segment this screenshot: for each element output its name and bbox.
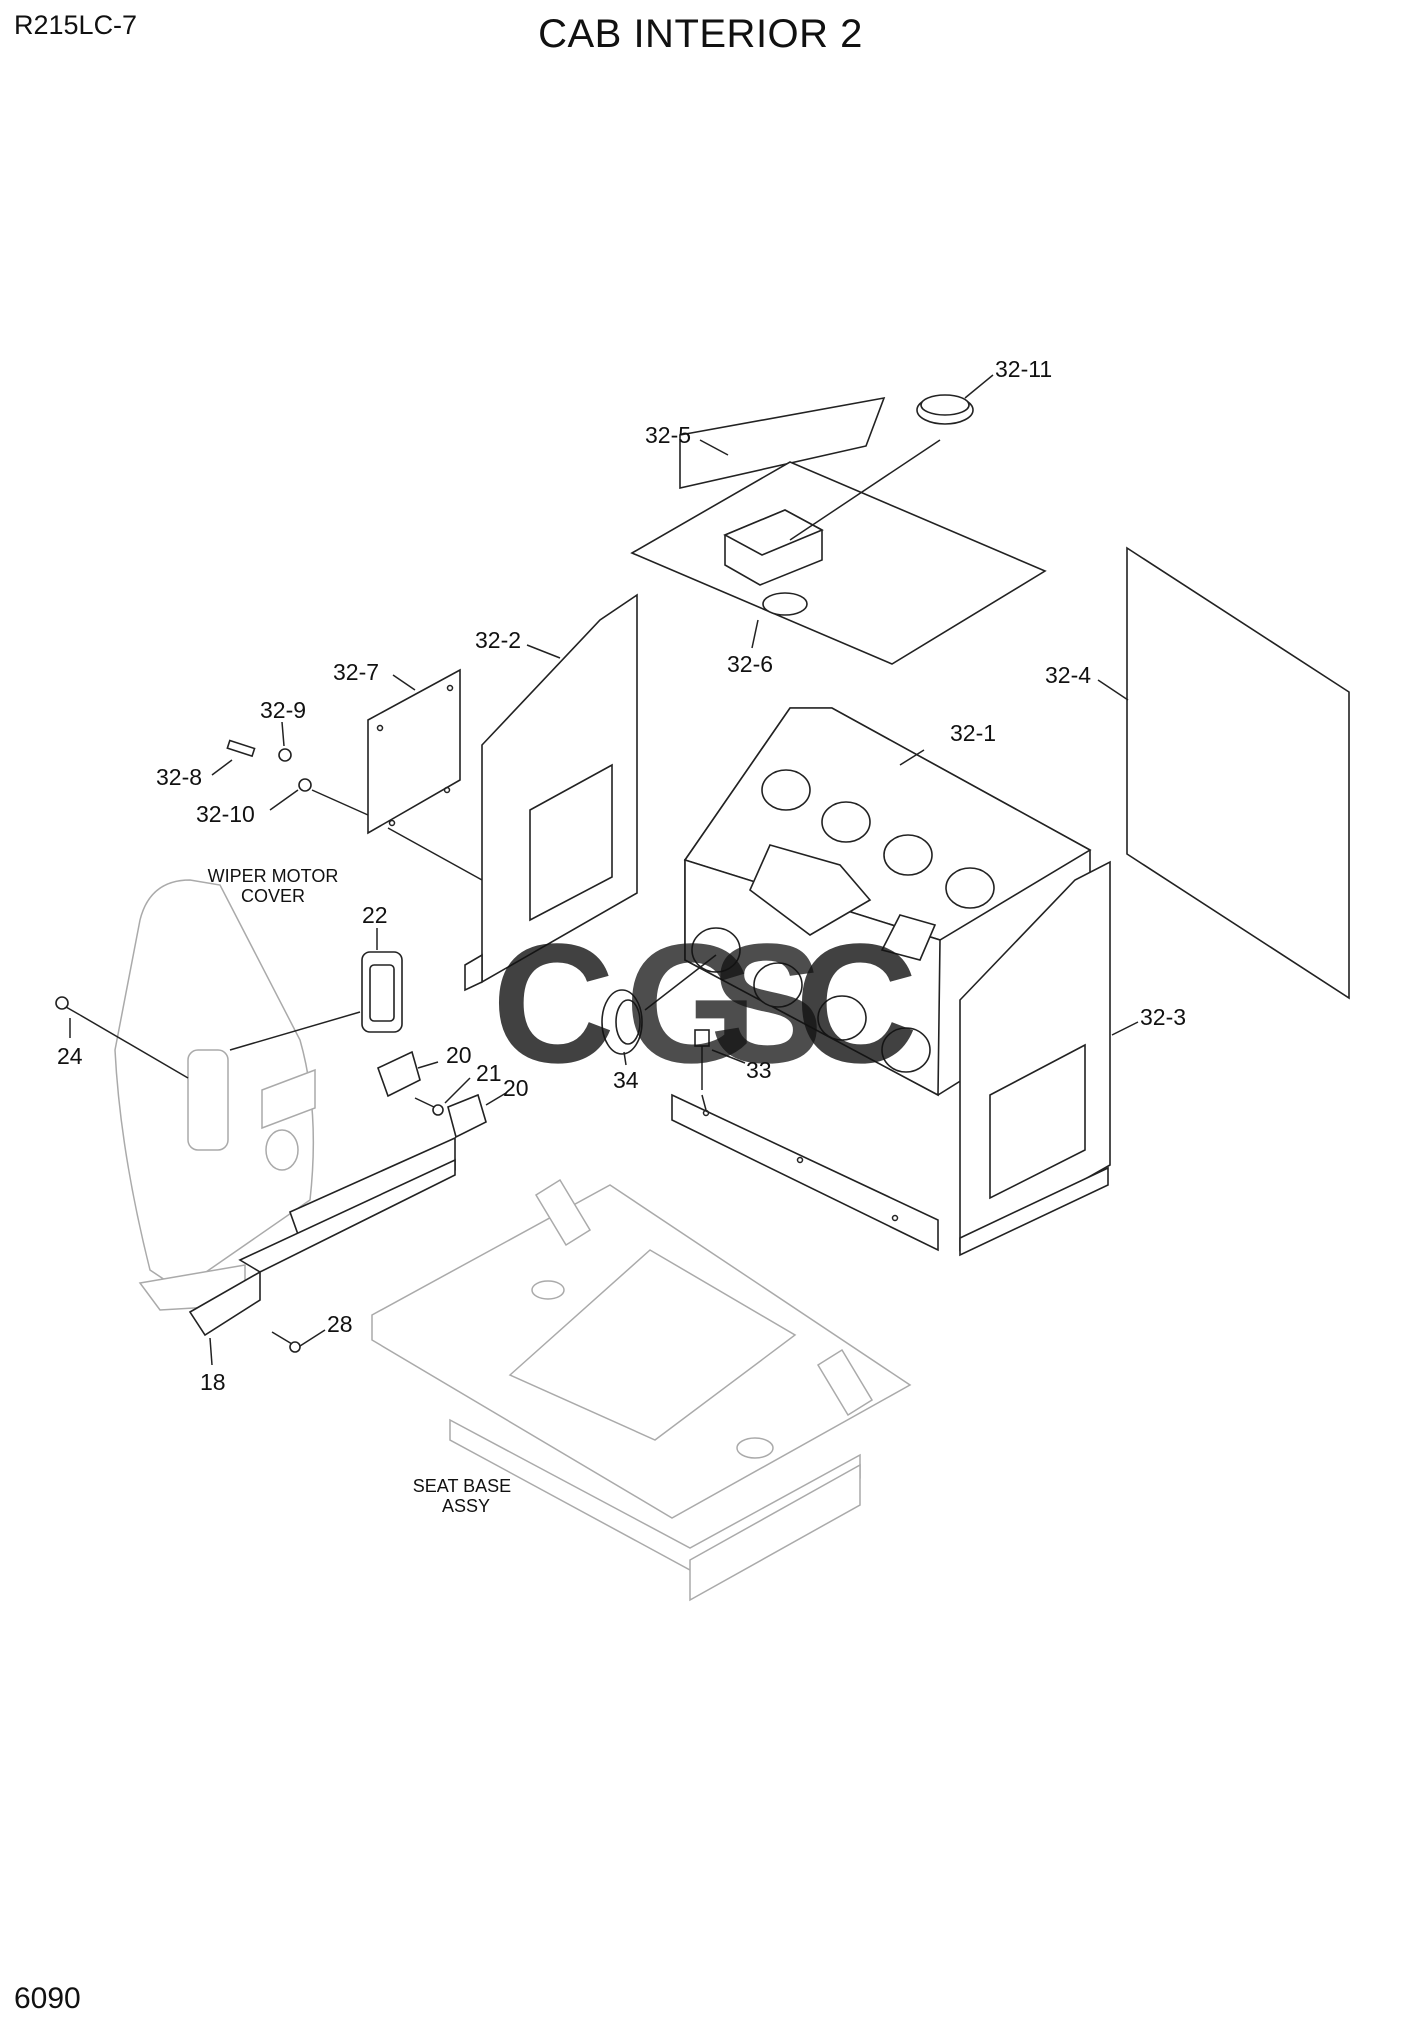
callout-32-9: 32-9 <box>260 697 306 723</box>
part-32-8-bolt <box>226 739 256 758</box>
part-32-6-top-plate <box>630 461 1047 665</box>
note-seat-base-assy-line2: ASSY <box>442 1496 490 1516</box>
callout-21: 21 <box>476 1060 502 1086</box>
callout-20-upper: 20 <box>446 1042 472 1068</box>
watermark-letter-1: C <box>492 909 615 1099</box>
part-21-screw <box>414 1097 444 1116</box>
callout-32-10: 32-10 <box>196 801 255 827</box>
part-32-2-side-panel <box>481 593 638 984</box>
note-wiper-motor-cover-line2: COVER <box>241 886 305 906</box>
callout-32-3: 32-3 <box>1140 1004 1186 1030</box>
callout-24: 24 <box>57 1043 83 1069</box>
part-32-4-panel <box>1126 546 1350 1000</box>
watermark-letter-2: G <box>625 909 757 1099</box>
callout-33: 33 <box>746 1057 772 1083</box>
part-32-5-strip <box>679 396 886 490</box>
part-34-fitting <box>601 989 643 1055</box>
part-32-9-nut <box>278 748 292 762</box>
callout-32-7: 32-7 <box>333 659 379 685</box>
part-24-screw <box>55 996 81 1016</box>
callout-32-1: 32-1 <box>950 720 996 746</box>
wiper-motor-cover <box>114 879 316 1291</box>
note-wiper-motor-cover-line1: WIPER MOTOR <box>208 866 339 886</box>
page-number: 6090 <box>14 1982 81 2015</box>
part-22-switch <box>361 951 403 1033</box>
watermark-letter-4: C <box>795 909 918 1099</box>
callout-34: 34 <box>613 1067 639 1093</box>
part-32-1-console-housing <box>671 707 1092 1252</box>
part-18-bracket <box>138 1136 456 1337</box>
part-33-bolt <box>694 1029 710 1090</box>
callout-32-4: 32-4 <box>1045 662 1091 688</box>
part-20-cap-upper <box>377 1050 421 1098</box>
part-32-7-plate <box>367 668 461 835</box>
model-number: R215LC-7 <box>14 10 138 40</box>
part-32-10-washer <box>298 778 312 792</box>
callout-32-11: 32-11 <box>995 356 1052 382</box>
callout-32-5: 32-5 <box>645 422 691 448</box>
part-20-cap-lower <box>447 1093 487 1139</box>
callout-18: 18 <box>200 1369 226 1395</box>
note-seat-base-assy-line1: SEAT BASE <box>413 1476 511 1496</box>
callout-32-6: 32-6 <box>727 651 773 677</box>
callout-28: 28 <box>327 1311 353 1337</box>
callout-32-2: 32-2 <box>475 627 521 653</box>
callout-22: 22 <box>362 902 388 928</box>
part-28-screw <box>271 1331 301 1353</box>
callout-32-8: 32-8 <box>156 764 202 790</box>
page-title: CAB INTERIOR 2 <box>538 12 863 56</box>
seat-base-assy <box>371 1178 912 1602</box>
watermark-letter-3: S <box>710 909 823 1099</box>
callout-20-lower: 20 <box>503 1075 529 1101</box>
